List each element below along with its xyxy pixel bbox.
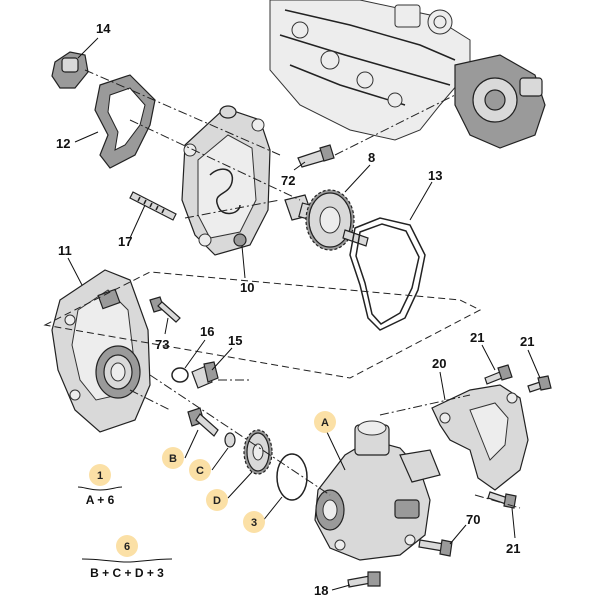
badge-c: C [196,465,204,477]
part-21-bolt-bottom [487,491,517,509]
part-14-sensor [51,51,89,89]
part-8-drive-gear [284,189,369,251]
badge-1: 1 [97,470,103,482]
part-a-high-pressure-pump [314,420,441,561]
part-c-washer [224,432,236,448]
leader-lines [67,37,541,591]
letter-badges: A B C D 3 1 6 [89,411,336,557]
badge-c-circle [189,459,211,481]
callout-10: 10 [240,280,254,295]
callout-18: 18 [314,583,328,598]
badge-a: A [321,417,329,429]
kit1-brace [77,486,123,491]
part-b-screw [187,407,219,437]
formula-kit-1: A + 6 [86,493,115,507]
callout-12: 12 [56,136,70,151]
badge-6-circle [116,535,138,557]
part-13-gasket [349,217,426,331]
part-20-bracket [431,384,529,491]
callout-17: 17 [118,234,132,249]
part-15-plug [191,361,219,389]
part-17-stud [129,191,177,221]
badge-b: B [169,453,177,465]
callout-21-top-right: 21 [520,334,534,349]
callout-11: 11 [58,243,72,258]
badge-b-circle [162,447,184,469]
callout-numbers: 14 12 72 8 13 17 10 11 16 73 15 21 21 21… [56,21,534,598]
badge-1-circle [89,464,111,486]
engine-cylinder-head [269,0,471,141]
part-72-bolt [297,144,335,168]
callout-73: 73 [155,337,169,352]
badge-3-circle [243,511,265,533]
badge-d-circle [206,489,228,511]
part-16-o-ring [171,367,189,383]
callout-16: 16 [200,324,214,339]
callout-8: 8 [368,150,375,165]
installed-high-pressure-pump [454,54,546,149]
callout-20: 20 [432,356,446,371]
callout-13: 13 [428,168,442,183]
badge-a-circle [314,411,336,433]
kit6-brace [81,558,173,563]
part-73-bolt [149,296,181,323]
part-12-gasket [94,74,156,169]
part-d-gear [243,429,273,475]
callout-21-bottom: 21 [506,541,520,556]
part-21-bolt-top-right [527,375,552,393]
part-3-o-ring [276,453,308,501]
part-21-bolt-top-left [484,364,513,385]
part-10-housing-cover [181,105,271,256]
callout-70: 70 [466,512,480,527]
callout-21-top-left: 21 [470,330,484,345]
callout-72: 72 [281,173,295,188]
part-70-bolt [418,539,453,557]
part-11-rear-housing [51,269,151,433]
callout-15: 15 [228,333,242,348]
kit-formulas: A + 6 B + C + D + 3 [77,486,173,580]
part-18-bolt [347,571,381,588]
badge-6: 6 [124,541,130,553]
callout-14: 14 [96,21,111,36]
assembly-lines [43,69,521,509]
badge-3: 3 [251,517,257,529]
formula-kit-6: B + C + D + 3 [90,566,164,580]
badge-d: D [213,495,221,507]
